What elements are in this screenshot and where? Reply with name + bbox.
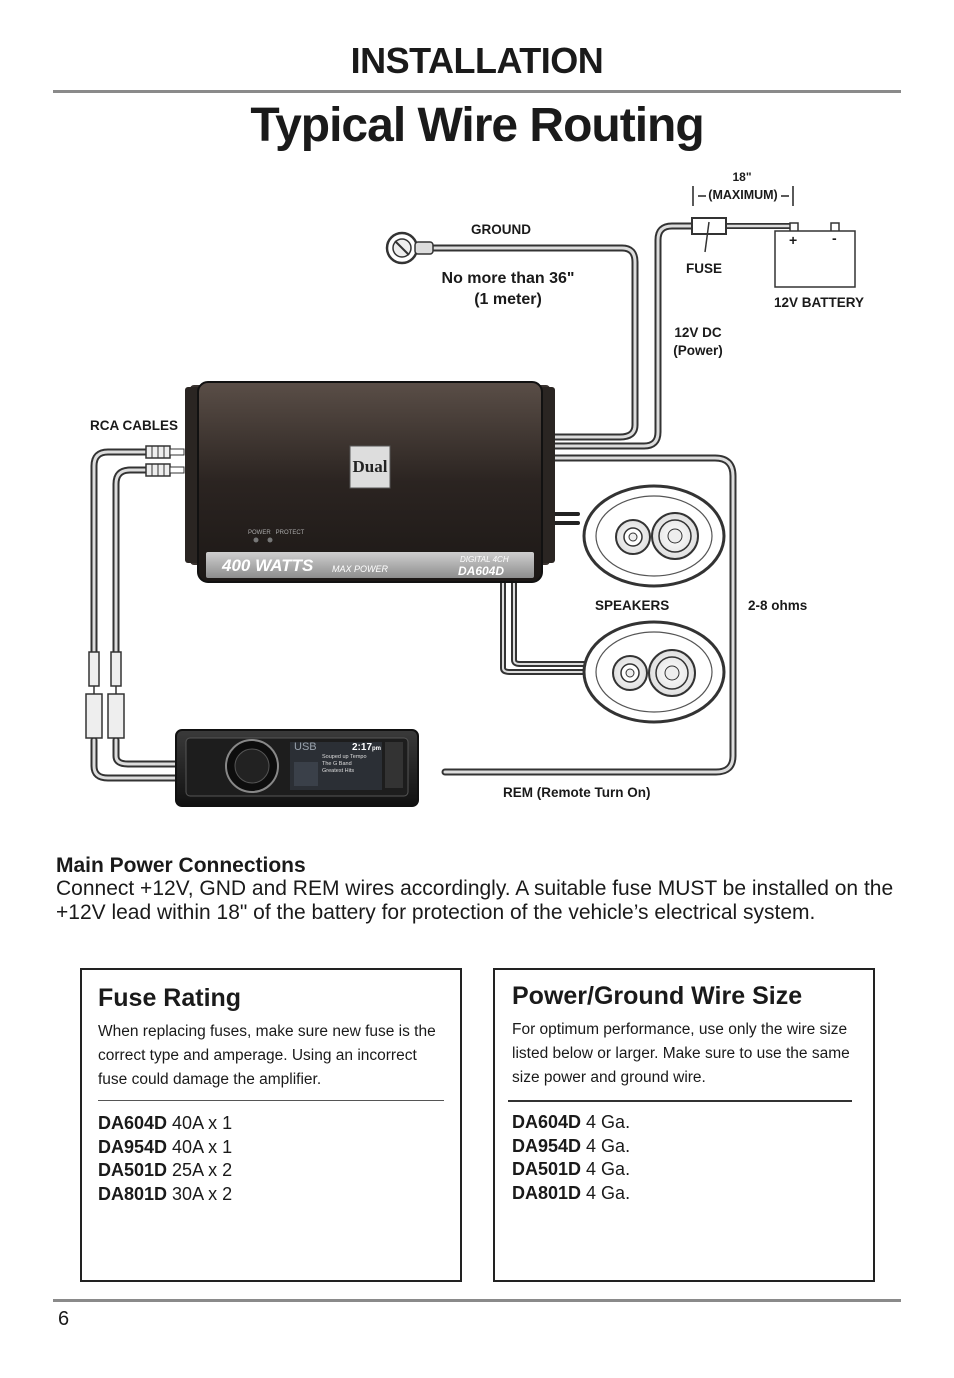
speaker-icon — [582, 484, 726, 588]
model-name: DA801D — [512, 1182, 582, 1203]
main-power-body: Connect +12V, GND and REM wires accordin… — [56, 877, 894, 924]
wire-size-list: DA604D 4 Ga. DA954D 4 Ga. DA501D 4 Ga. D… — [512, 1111, 630, 1205]
power-label-line1: 12V DC — [674, 325, 722, 340]
list-item: DA604D 40A x 1 — [98, 1112, 232, 1136]
amp-led-labels: POWER PROTECT — [248, 530, 305, 536]
fuse-rating-divider — [98, 1100, 444, 1101]
fuse-value: 40A x 1 — [172, 1113, 233, 1133]
list-item: DA604D 4 Ga. — [512, 1111, 630, 1135]
model-name: DA501D — [98, 1160, 168, 1180]
ground-terminal-icon — [385, 231, 434, 265]
amp-max-power: MAX POWER — [332, 564, 389, 574]
radio-track-line: Souped up Tempo — [322, 754, 367, 760]
battery-label: 12V BATTERY — [774, 295, 865, 310]
ground-label: GROUND — [471, 222, 531, 237]
fuse-rating-list: DA604D 40A x 1 DA954D 40A x 1 DA501D 25A… — [98, 1112, 232, 1206]
gauge-value: 4 Ga. — [586, 1112, 631, 1132]
model-name: DA801D — [98, 1183, 168, 1204]
amplifier — [185, 381, 555, 583]
list-item: DA954D 40A x 1 — [98, 1136, 232, 1160]
head-unit — [175, 729, 419, 807]
page-number: 6 — [58, 1308, 70, 1330]
list-item: DA501D 25A x 2 — [98, 1159, 232, 1183]
wire-size-box: Power/Ground Wire Size For optimum perfo… — [493, 968, 875, 1282]
list-item: DA801D 30A x 2 — [98, 1183, 232, 1207]
fuse-rating-title: Fuse Rating — [98, 984, 242, 1012]
radio-source: USB — [294, 741, 317, 753]
model-name: DA604D — [512, 1112, 582, 1132]
rca-plug-icon — [145, 445, 185, 477]
amp-type: DIGITAL 4CH — [460, 555, 509, 564]
model-name: DA954D — [512, 1135, 582, 1156]
ground-note-line1: No more than 36" — [441, 270, 575, 287]
header-divider — [53, 90, 901, 93]
wire-size-description: For optimum performance, use only the wi… — [512, 1021, 850, 1086]
list-item: DA501D 4 Ga. — [512, 1158, 630, 1182]
amp-watts: 400 WATTS — [222, 556, 314, 575]
gauge-value: 4 Ga. — [586, 1159, 631, 1179]
radio-track-line: Greatest Hits — [322, 768, 355, 774]
battery-plus: + — [789, 232, 798, 248]
fuse-value: 30A x 2 — [172, 1183, 233, 1204]
model-name: DA954D — [98, 1136, 168, 1157]
page-title: Typical Wire Routing — [250, 99, 704, 152]
radio-track-list: Souped up Tempo The G Band Greatest Hits — [322, 754, 367, 775]
rca-label: RCA CABLES — [90, 418, 179, 433]
wire-size-divider — [508, 1100, 852, 1102]
battery-minus: - — [832, 230, 837, 246]
amp-brand-logo: Dual — [352, 457, 388, 476]
radio-time-value: 2:17 — [352, 742, 373, 753]
ground-length-note: No more than 36" (1 meter) — [430, 268, 586, 310]
power-label-line2: (Power) — [673, 343, 723, 358]
wire-size-title: Power/Ground Wire Size — [512, 982, 803, 1010]
fuse-rating-box: Fuse Rating When replacing fuses, make s… — [80, 968, 462, 1282]
gauge-value: 4 Ga. — [586, 1182, 631, 1203]
battery-icon — [774, 222, 856, 288]
footer-divider — [53, 1299, 901, 1302]
fuse-value: 25A x 2 — [172, 1160, 233, 1180]
amp-model: DA604D — [458, 564, 505, 578]
model-name: DA604D — [98, 1113, 168, 1133]
model-name: DA501D — [512, 1159, 582, 1179]
ohms-label: 2-8 ohms — [748, 598, 808, 613]
rem-label: REM (Remote Turn On) — [503, 785, 651, 800]
fuse-rating-description: When replacing fuses, make sure new fuse… — [98, 1023, 436, 1088]
fuse-value: 40A x 1 — [172, 1136, 233, 1157]
fuse-distance-value: 18" — [732, 170, 752, 184]
ground-note-line2: (1 meter) — [474, 291, 542, 308]
speaker-icon — [582, 620, 726, 724]
radio-ampm: pm — [372, 746, 382, 752]
fuse-label: FUSE — [686, 261, 723, 276]
radio-time: 2:17pm — [352, 742, 381, 753]
speakers-label: SPEAKERS — [595, 598, 670, 613]
fuse-distance-max: (MAXIMUM) — [708, 188, 778, 202]
gauge-value: 4 Ga. — [586, 1135, 631, 1156]
list-item: DA801D 4 Ga. — [512, 1182, 630, 1206]
power-label: 12V DC (Power) — [666, 324, 730, 360]
main-power-heading: Main Power Connections — [56, 854, 306, 877]
list-item: DA954D 4 Ga. — [512, 1135, 630, 1159]
radio-track-line: The G Band — [322, 761, 352, 767]
wiring-diagram — [85, 186, 856, 807]
section-title: INSTALLATION — [350, 40, 604, 81]
